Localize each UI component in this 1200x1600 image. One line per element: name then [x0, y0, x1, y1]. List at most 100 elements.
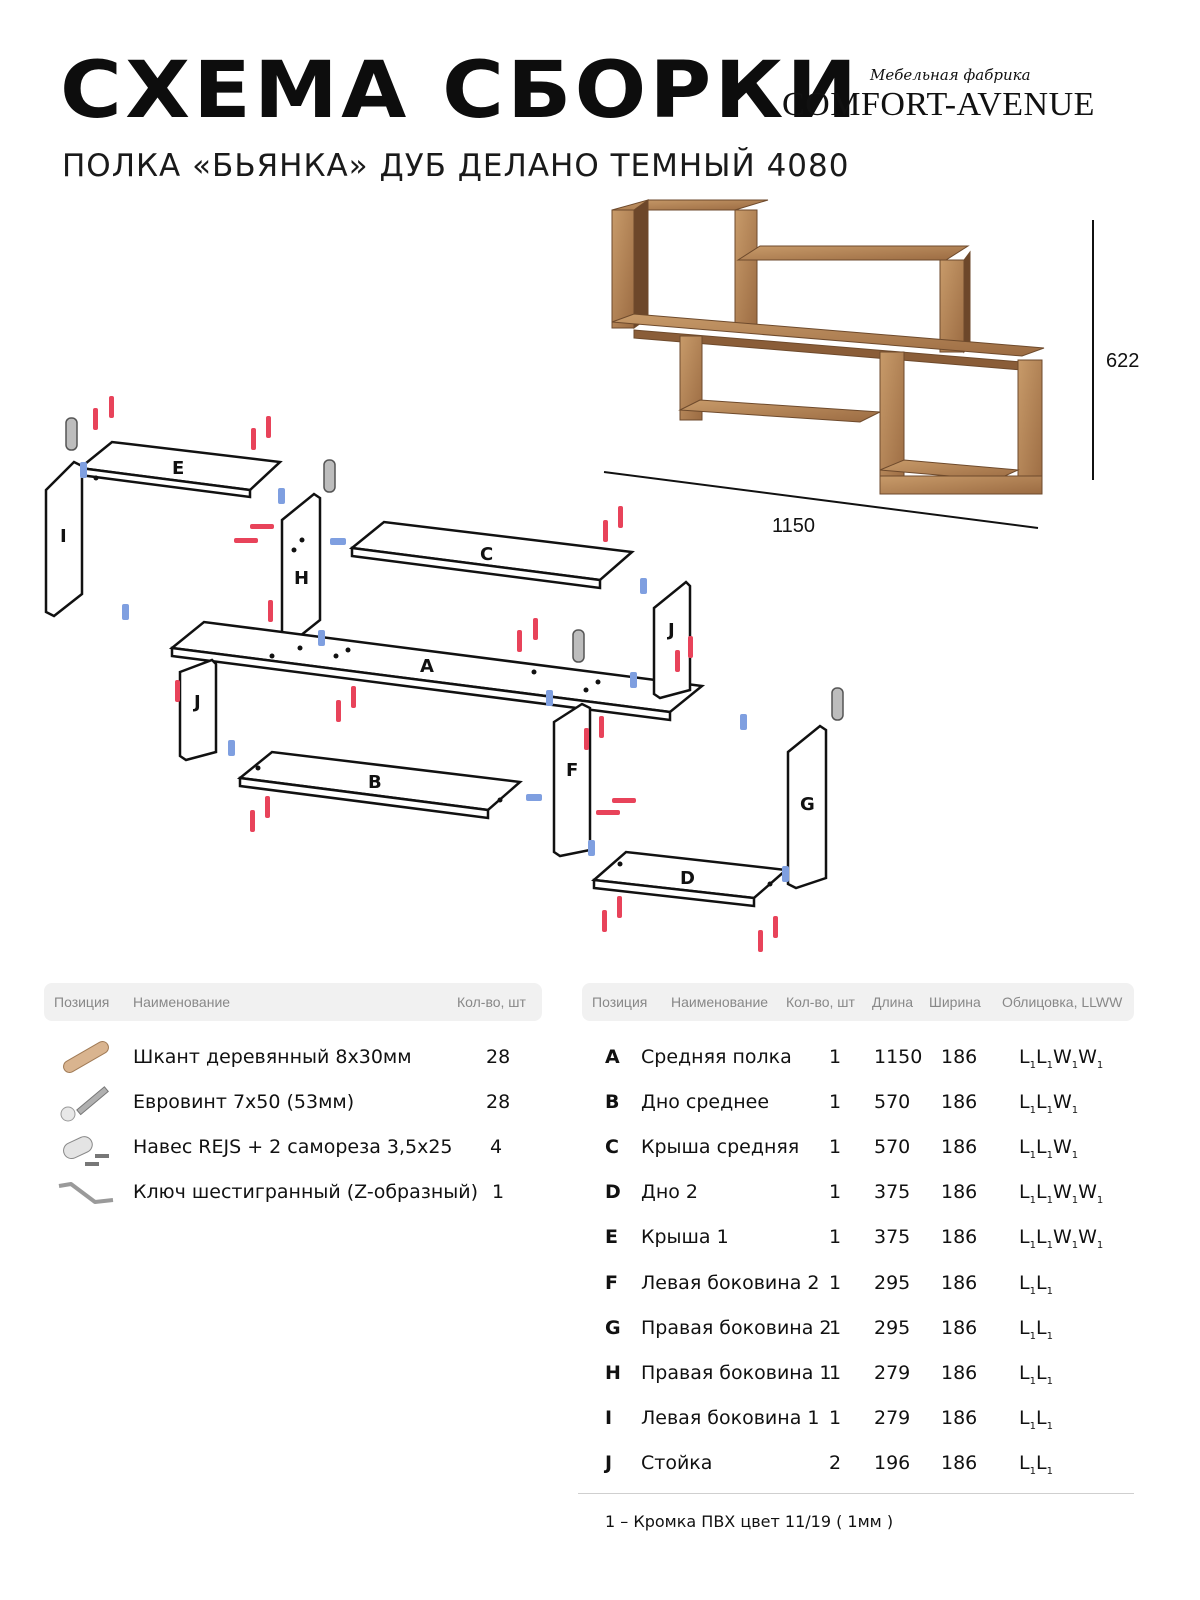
part-position: F [605, 1272, 618, 1294]
part-position: E [605, 1226, 618, 1248]
part-edging: L1L1 [1019, 1452, 1053, 1477]
accessory-qty: 1 [492, 1181, 505, 1203]
part-edging: L1L1W1W1 [1019, 1226, 1104, 1251]
part-label-J-right: J [666, 620, 675, 641]
part-length: 1150 [874, 1046, 923, 1068]
part-width: 186 [941, 1317, 978, 1339]
part-name: Левая боковина 2 [641, 1272, 820, 1294]
hole-markers [93, 475, 773, 887]
part-width: 186 [941, 1136, 978, 1158]
height-dimension: 622 [1106, 350, 1139, 372]
part-name: Дно 2 [641, 1181, 699, 1203]
part-label-C: C [480, 544, 493, 565]
part-name: Дно среднее [641, 1091, 770, 1113]
screw-icon [60, 1086, 109, 1122]
screw-markers [80, 462, 789, 882]
part-length: 570 [874, 1136, 911, 1158]
accessories-table-header: Позиция Наименование Кол-во, шт [44, 983, 542, 1021]
acc-header-qty: Кол-во, шт [457, 994, 526, 1010]
part-qty: 1 [829, 1136, 842, 1158]
part-length: 295 [874, 1272, 911, 1294]
part-label-E: E [172, 458, 184, 479]
part-name: Левая боковина 1 [641, 1407, 820, 1429]
part-width: 186 [941, 1362, 978, 1384]
edging-footnote: 1 – Кромка ПВХ цвет 11/19 ( 1мм ) [605, 1512, 894, 1531]
part-length: 295 [874, 1317, 911, 1339]
hex-key-icon [58, 1182, 114, 1204]
accessory-name: Шкант деревянный 8х30мм [133, 1046, 412, 1068]
part-name: Правая боковина 1 [641, 1362, 832, 1384]
part-edging: L1L1 [1019, 1362, 1053, 1387]
part-edging: L1L1W1W1 [1019, 1181, 1104, 1206]
dowel-markers [93, 396, 778, 952]
part-position: D [605, 1181, 621, 1203]
part-label-H: H [294, 568, 309, 589]
part-length: 375 [874, 1226, 911, 1248]
part-position: B [605, 1091, 620, 1113]
part-label-I: I [60, 526, 67, 547]
part-length: 279 [874, 1362, 911, 1384]
part-qty: 1 [829, 1362, 842, 1384]
part-width: 186 [941, 1272, 978, 1294]
part-edging: L1L1 [1019, 1407, 1053, 1432]
part-label-J-left: J [192, 692, 201, 713]
part-name: Средняя полка [641, 1046, 792, 1068]
product-subtitle: ПОЛКА «БЬЯНКА» ДУБ ДЕЛАНО ТЕМНЫЙ 4080 [62, 148, 850, 184]
parts-header-position: Позиция [592, 994, 648, 1010]
part-edging: L1L1W1W1 [1019, 1046, 1104, 1071]
part-qty: 1 [829, 1272, 842, 1294]
part-edging: L1L1 [1019, 1272, 1053, 1297]
part-qty: 2 [829, 1452, 842, 1474]
accessory-qty: 28 [486, 1091, 511, 1113]
brand-logo: COMFORT-AVENUE [782, 86, 1095, 123]
footnote-divider [578, 1493, 1134, 1494]
part-name: Крыша средняя [641, 1136, 800, 1158]
part-label-D: D [680, 868, 695, 889]
part-width: 186 [941, 1226, 978, 1248]
brand-tagline: Мебельная фабрика [870, 66, 1031, 84]
part-position: A [605, 1046, 620, 1068]
part-label-A: A [420, 656, 434, 677]
part-name: Правая боковина 2 [641, 1317, 832, 1339]
part-label-G: G [800, 794, 815, 815]
part-qty: 1 [829, 1181, 842, 1203]
accessory-name: Ключ шестигранный (Z-образный) [133, 1181, 479, 1203]
part-position: H [605, 1362, 621, 1384]
part-position: G [605, 1317, 621, 1339]
part-edging: L1L1W1 [1019, 1091, 1079, 1116]
parts-table-header: Позиция Наименование Кол-во, шт Длина Ши… [582, 983, 1134, 1021]
part-position: C [605, 1136, 619, 1158]
part-length: 570 [874, 1091, 911, 1113]
parts-header-qty: Кол-во, шт [786, 994, 855, 1010]
part-width: 186 [941, 1407, 978, 1429]
part-name: Стойка [641, 1452, 713, 1474]
page-title: СХЕМА СБОРКИ [60, 46, 861, 136]
part-width: 186 [941, 1181, 978, 1203]
part-edging: L1L1 [1019, 1317, 1053, 1342]
assembly-drawing: 622 1150 [44, 199, 1139, 952]
accessory-qty: 4 [490, 1136, 503, 1158]
acc-header-position: Позиция [54, 994, 110, 1010]
part-position: J [605, 1452, 613, 1474]
shelf-preview-image [611, 199, 1045, 495]
part-label-F: F [566, 760, 578, 781]
hanger-icon [63, 1136, 109, 1166]
acc-header-name: Наименование [133, 994, 231, 1010]
part-name: Крыша 1 [641, 1226, 729, 1248]
parts-header-width: Ширина [929, 994, 981, 1010]
part-edging: L1L1W1 [1019, 1136, 1079, 1161]
exploded-panels [44, 440, 828, 908]
part-length: 375 [874, 1181, 911, 1203]
parts-header-name: Наименование [671, 994, 769, 1010]
part-width: 186 [941, 1091, 978, 1113]
hanger-markers [65, 417, 844, 721]
part-qty: 1 [829, 1226, 842, 1248]
accessory-qty: 28 [486, 1046, 511, 1068]
accessory-name: Евровинт 7х50 (53мм) [133, 1091, 355, 1113]
part-qty: 1 [829, 1407, 842, 1429]
part-position: I [605, 1407, 613, 1429]
part-length: 279 [874, 1407, 911, 1429]
part-qty: 1 [829, 1046, 842, 1068]
parts-header-length: Длина [872, 994, 913, 1010]
part-width: 186 [941, 1046, 978, 1068]
